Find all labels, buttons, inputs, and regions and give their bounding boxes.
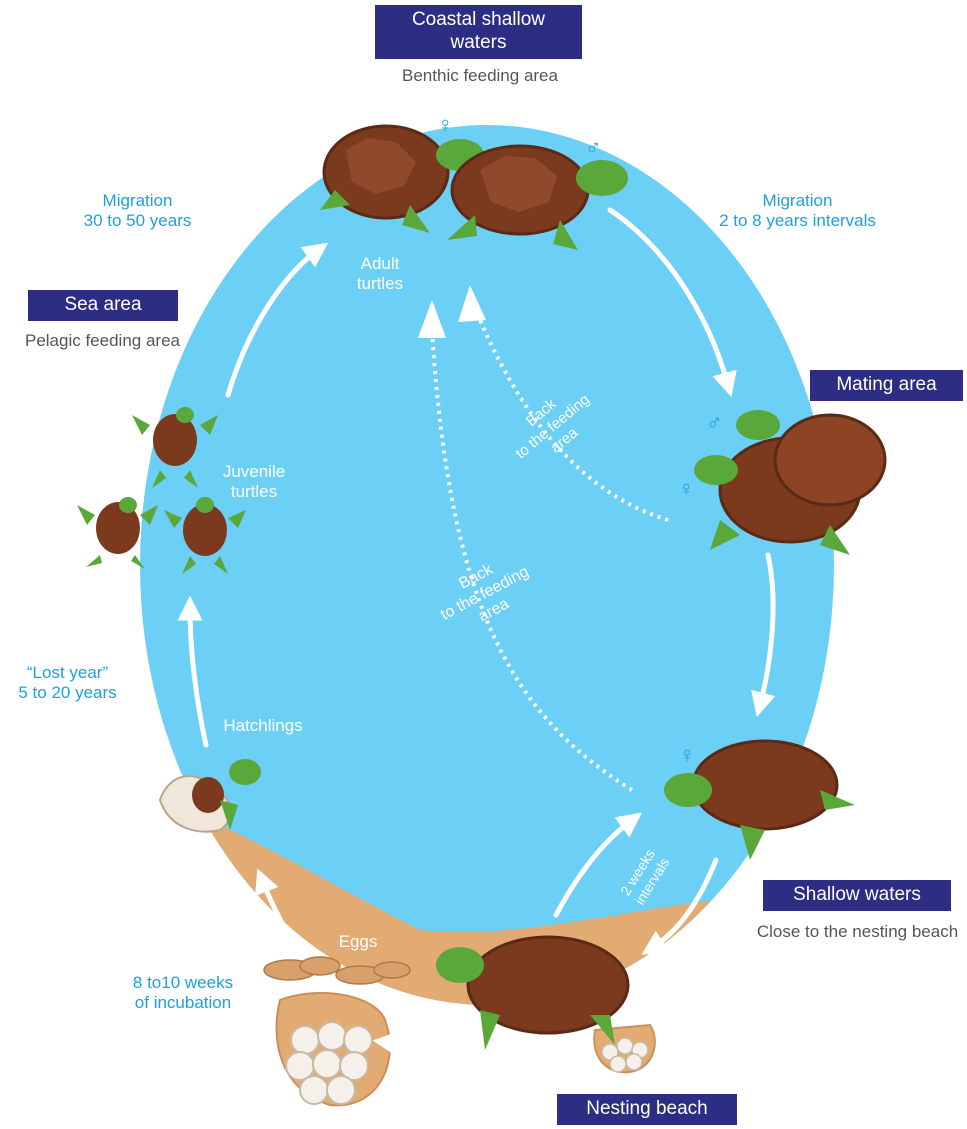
- female-symbol-adult: ♀: [437, 112, 454, 138]
- male-symbol-adult: ♂: [585, 135, 602, 161]
- label-shallow-waters: Shallow waters: [763, 880, 951, 911]
- label-pelagic-feeding-area: Pelagic feeding area: [0, 331, 205, 351]
- annotation-migration-right: Migration 2 to 8 years intervals: [690, 191, 905, 232]
- stage-juvenile-turtles: Juvenile turtles: [214, 462, 294, 503]
- stage-hatchlings: Hatchlings: [208, 716, 318, 736]
- label-coastal-shallow-waters: Coastal shallow waters: [375, 5, 582, 59]
- annotation-lost-year: “Lost year” 5 to 20 years: [0, 663, 135, 704]
- label-nesting-beach: Nesting beach: [557, 1094, 737, 1125]
- stage-eggs: Eggs: [328, 932, 388, 952]
- label-benthic-feeding-area: Benthic feeding area: [360, 66, 600, 86]
- stage-adult-turtles: Adult turtles: [344, 254, 416, 295]
- annotation-incubation: 8 to10 weeks of incubation: [108, 973, 258, 1014]
- female-symbol-mating: ♀: [678, 476, 695, 502]
- label-mating-area: Mating area: [810, 370, 963, 401]
- label-sea-area: Sea area: [28, 290, 178, 321]
- label-close-to-nesting-beach: Close to the nesting beach: [750, 922, 965, 942]
- male-symbol-mating: ♂: [706, 410, 723, 436]
- annotation-migration-left: Migration 30 to 50 years: [55, 191, 220, 232]
- female-symbol-shallow: ♀: [679, 742, 696, 768]
